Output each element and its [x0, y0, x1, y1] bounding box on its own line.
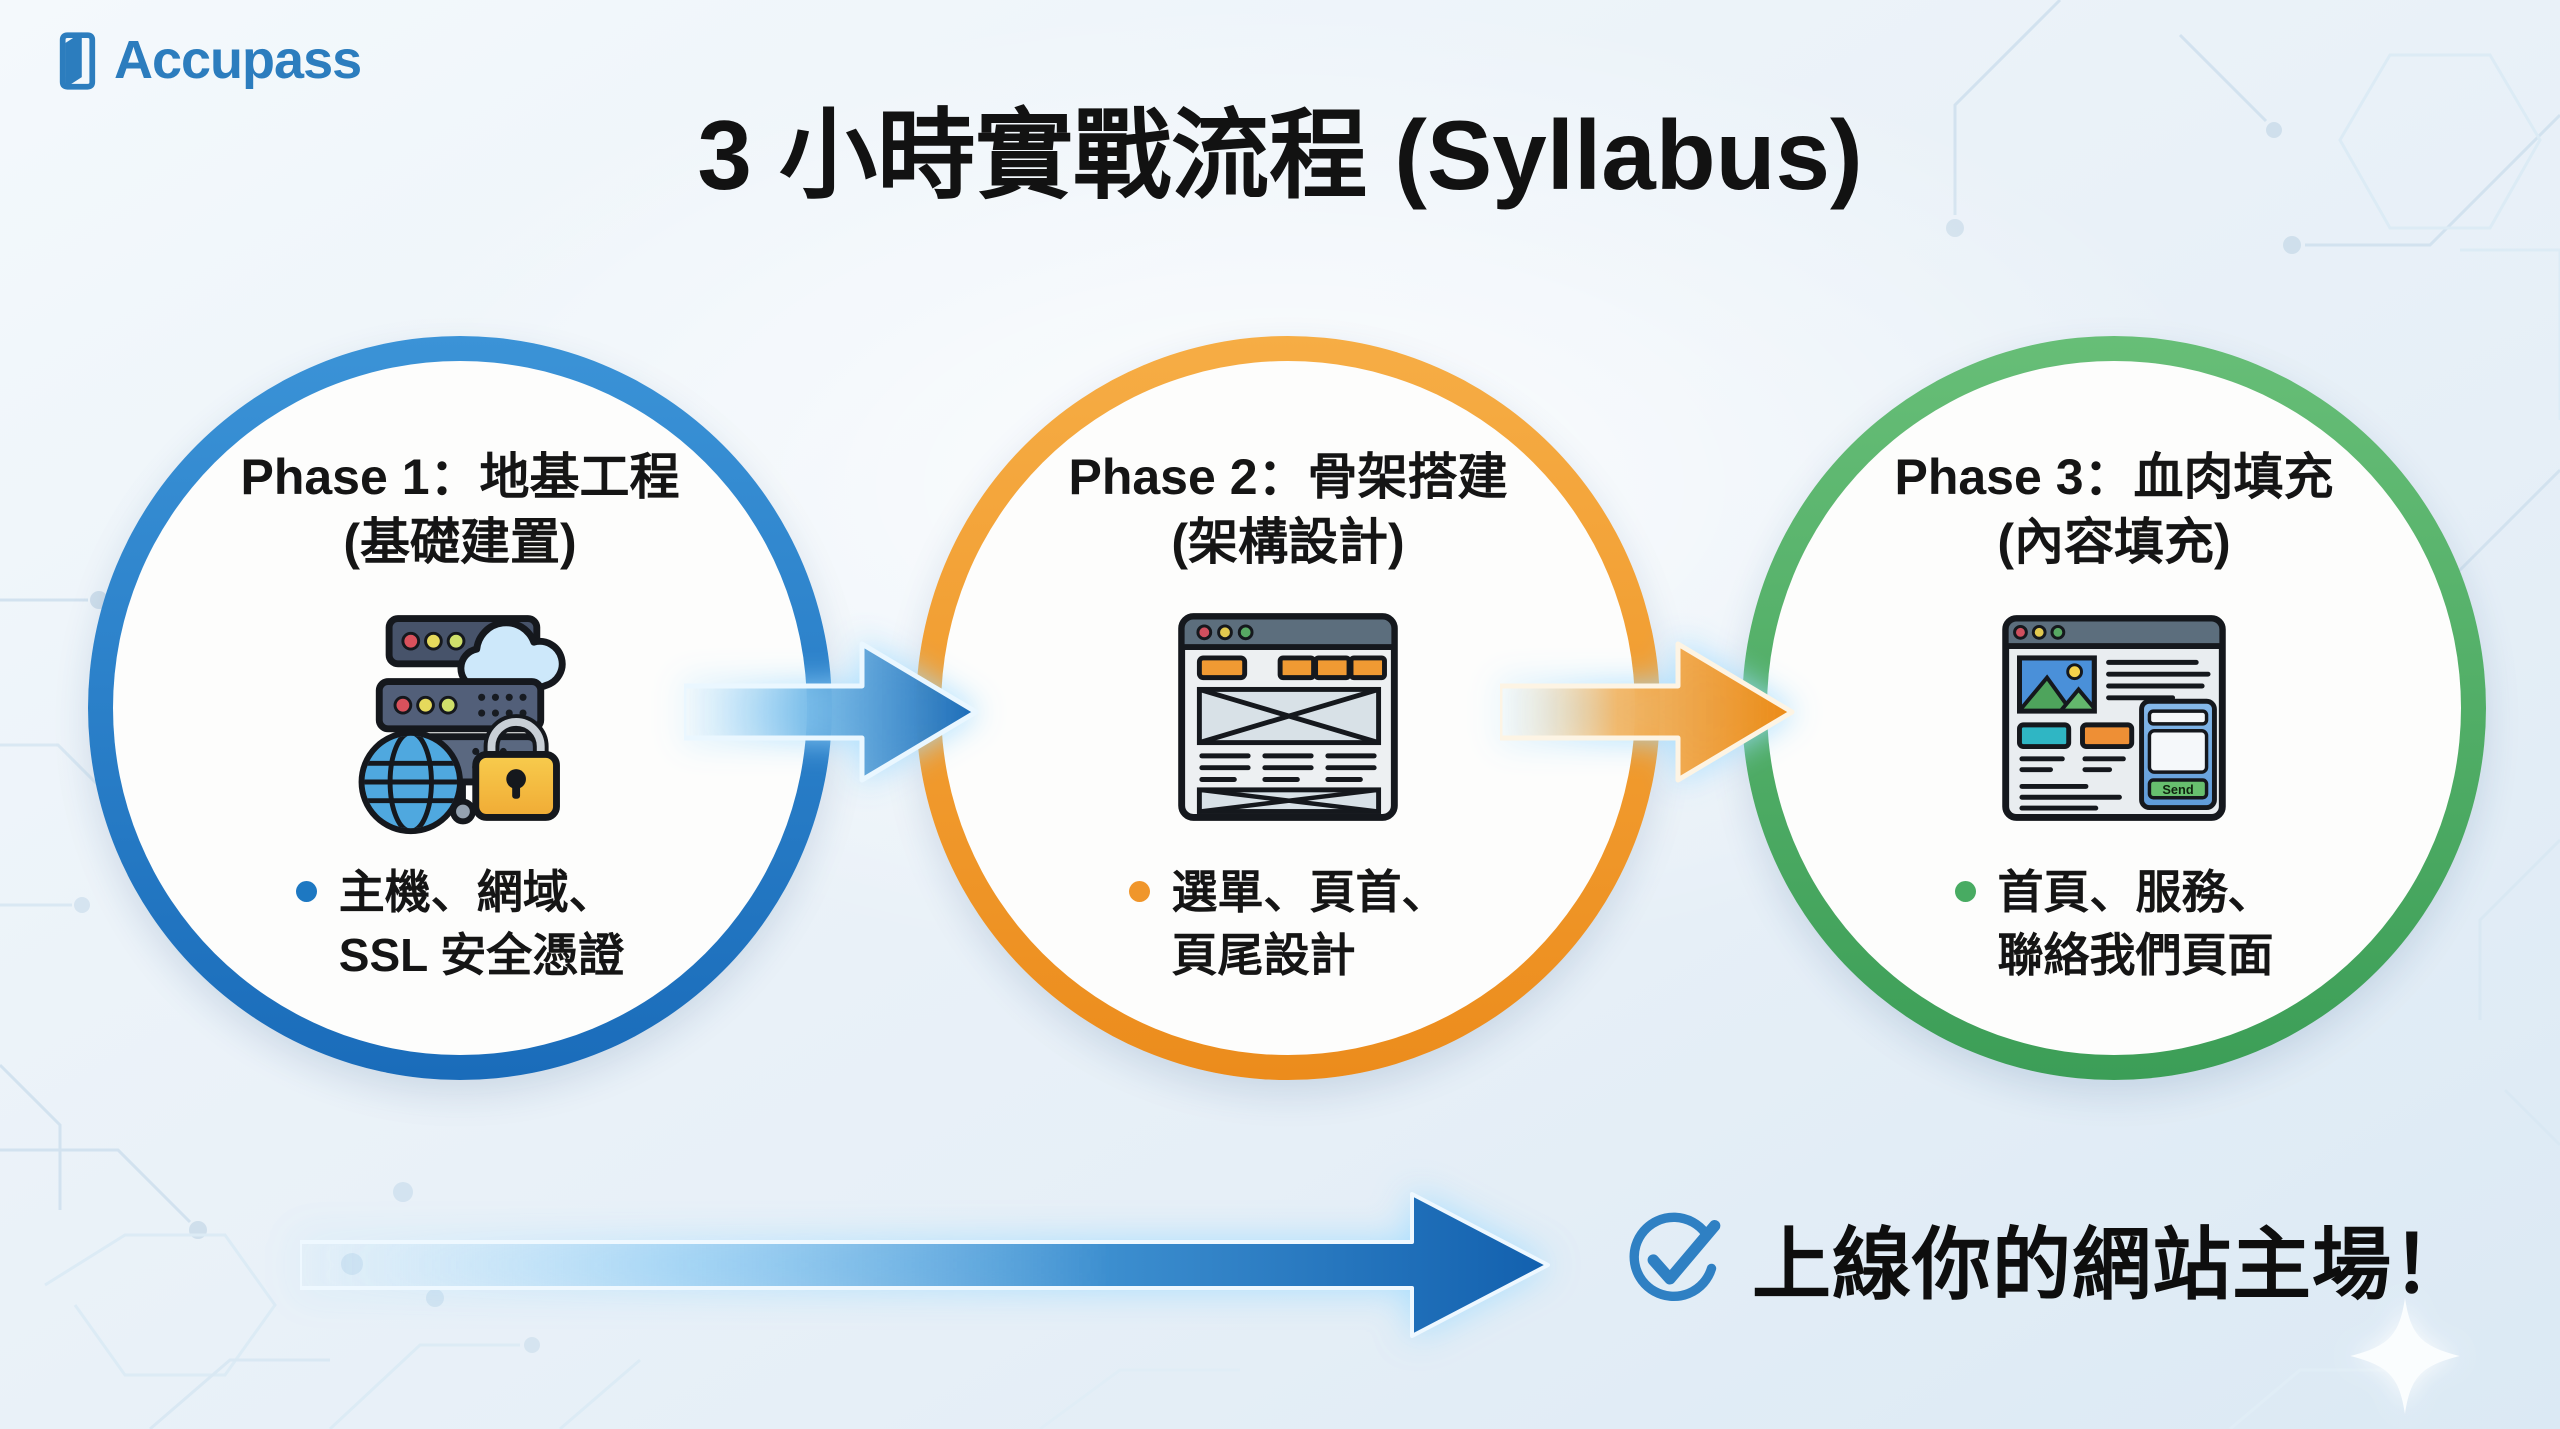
arrow-phase2-to-phase3-icon	[1500, 641, 1795, 783]
phase-1-title: Phase 1：地基工程 (基礎建置)	[240, 445, 679, 575]
phase-2-title: Phase 2：骨架搭建 (架構設計)	[1068, 445, 1507, 575]
check-circle-icon	[1629, 1212, 1721, 1301]
bullet-dot-icon	[1128, 881, 1150, 902]
phase-1-title-line2: (基礎建置)	[343, 514, 577, 570]
content-browser-icon: Send	[2002, 615, 2226, 821]
phase-3-bullet-text: 首頁、服務、 聯絡我們頁面	[1998, 861, 2274, 988]
phase-3-title: Phase 3：血肉填充 (內容填充)	[1894, 445, 2333, 575]
phase-1-bullet-text: 主機、網域、 SSL 安全憑證	[339, 861, 624, 988]
phase-1-bullet: 主機、網域、 SSL 安全憑證	[295, 861, 624, 988]
accupass-logo-text: Accupass	[114, 30, 362, 90]
phase-2-bullet-line1: 選單、頁首、	[1171, 866, 1448, 918]
phase-3-bullet: 首頁、服務、 聯絡我們頁面	[1954, 861, 2274, 988]
phase-3-circle: Phase 3：血肉填充 (內容填充)	[1742, 336, 2486, 1080]
phase-2-bullet-text: 選單、頁首、 頁尾設計	[1172, 861, 1448, 988]
phase-3-bullet-line1: 首頁、服務、	[1997, 866, 2274, 918]
phase-3-content: Phase 3：血肉填充 (內容填充)	[1767, 361, 2461, 1055]
server-hosting-icon	[358, 615, 566, 835]
bullet-dot-icon	[295, 881, 317, 902]
page-title: 3 小時實戰流程 (Syllabus)	[697, 100, 1863, 210]
phase-1-bullet-line2: SSL 安全憑證	[338, 929, 625, 982]
phase-3-title-line2: (內容填充)	[1997, 514, 2231, 570]
sparkle-icon	[2350, 1298, 2460, 1414]
phase-1-content: Phase 1：地基工程 (基礎建置)	[113, 361, 807, 1055]
phase-3-bullet-line2: 聯絡我們頁面	[1997, 929, 2274, 982]
accupass-logo: Accupass	[56, 26, 362, 94]
phase-1-bullet-line1: 主機、網域、	[338, 866, 615, 918]
phase-2-bullet: 選單、頁首、 頁尾設計	[1128, 861, 1448, 988]
bullet-dot-icon	[1954, 881, 1976, 902]
phase-1-title-line1: Phase 1：地基工程	[240, 449, 680, 505]
finale-label: 上線你的網站主場！	[1752, 1220, 2472, 1309]
phase-2-bullet-line2: 頁尾設計	[1171, 929, 1356, 982]
phase-2-title-line1: Phase 2：骨架搭建	[1068, 449, 1508, 505]
finale-banner: 上線你的網站主場！	[1620, 1200, 2472, 1315]
phase-2-title-line2: (架構設計)	[1171, 514, 1405, 570]
arrow-phase1-to-phase2-icon	[684, 641, 979, 783]
wireframe-browser-icon	[1178, 613, 1398, 821]
phase-3-title-line1: Phase 3：血肉填充	[1894, 449, 2334, 505]
send-button-label: Send	[2162, 782, 2193, 797]
accupass-logo-icon	[59, 32, 96, 90]
launch-arrow-icon	[300, 1192, 1550, 1338]
